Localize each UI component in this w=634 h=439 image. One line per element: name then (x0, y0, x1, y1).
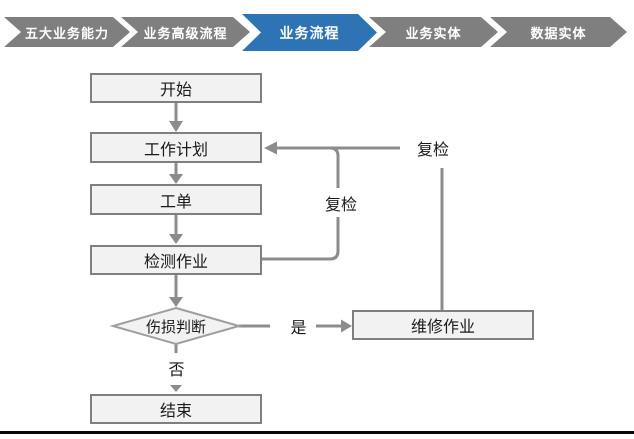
arrowhead-into-plan-top (169, 121, 183, 132)
decision-diamond-shape (109, 306, 243, 346)
flow-node-work-plan: 工作计划 (90, 132, 262, 163)
flow-node-repair: 维修作业 (352, 310, 534, 340)
breadcrumb-step-business-capabilities[interactable]: 五大业务能力 (4, 17, 130, 47)
breadcrumb-step-data-entity[interactable]: 数据实体 (490, 17, 627, 47)
arrowhead-into-plan-right (264, 141, 277, 155)
flow-node-inspection-label: 检测作业 (143, 254, 208, 271)
arrowhead-into-repair (341, 319, 352, 333)
bottom-border-line (0, 431, 634, 434)
edge-label-recheck-inner: 复检 (320, 192, 362, 214)
flow-node-work-order-label: 工单 (159, 193, 192, 211)
breadcrumb-step-business-entity[interactable]: 业务实体 (369, 17, 498, 47)
breadcrumb-step-high-level-process[interactable]: 业务高级流程 (121, 17, 250, 47)
breadcrumb-step-label: 数据实体 (530, 25, 587, 41)
flow-node-end: 结束 (90, 394, 262, 424)
process-breadcrumb: 五大业务能力 业务高级流程 业务流程 业务实体 数据实体 (0, 0, 634, 60)
flow-node-start: 开始 (90, 73, 262, 103)
flow-node-repair-label: 维修作业 (410, 319, 475, 336)
edge-recheck-inner-lower (262, 217, 340, 261)
arrowhead-into-end (170, 385, 182, 392)
edge-label-recheck-outer: 复检 (412, 137, 454, 159)
flow-node-work-plan-label: 工作计划 (143, 141, 208, 159)
arrowhead-into-inspect (169, 234, 183, 244)
breadcrumb-step-label: 五大业务能力 (24, 25, 109, 41)
breadcrumb-step-label: 业务高级流程 (143, 25, 228, 41)
edge-label-no: 否 (164, 357, 189, 379)
edge-label-yes: 是 (286, 315, 311, 337)
flow-node-inspection: 检测作业 (90, 245, 262, 275)
flow-node-decision-label: 伤损判断 (145, 318, 206, 336)
arrowhead-into-decision (169, 297, 183, 307)
breadcrumb-step-label: 业务流程 (279, 24, 340, 41)
breadcrumb-step-business-process[interactable]: 业务流程 (242, 14, 377, 51)
flow-node-end-label: 结束 (159, 403, 192, 420)
flow-node-start-label: 开始 (159, 82, 192, 99)
edge-recheck-inner-upper (329, 146, 340, 188)
breadcrumb-step-label: 业务实体 (405, 25, 462, 41)
flow-node-work-order: 工单 (90, 184, 262, 215)
arrowhead-into-order (169, 174, 183, 184)
